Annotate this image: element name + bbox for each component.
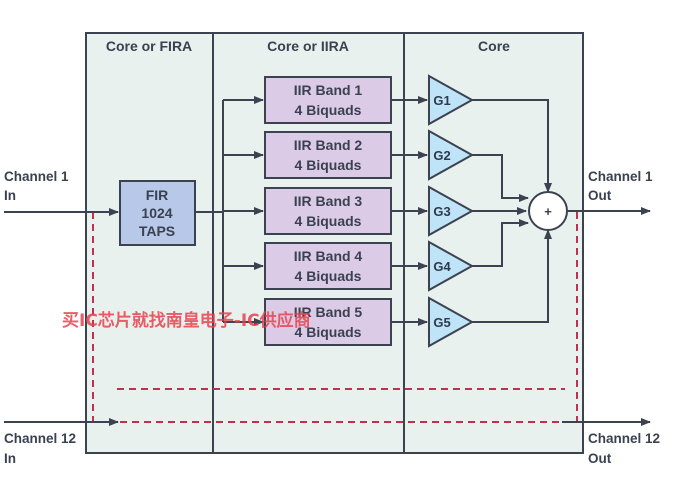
iir-band-3-block (264, 187, 392, 235)
gain-4-amplifier (428, 240, 475, 292)
channel-1-out-label-line2: Out (588, 188, 612, 203)
iir-band-2-label: IIR Band 2 (294, 137, 363, 153)
iir-band-5-biquads: 4 Biquads (295, 324, 362, 340)
section-header-fira: Core or FIRA (106, 38, 192, 54)
iir-band-4-block (264, 242, 392, 290)
gain-1-amplifier (428, 74, 475, 126)
iir-band-2-block (264, 131, 392, 179)
channel-bundle-dashed-lines (92, 212, 578, 423)
channel-1-in-label-line2: In (4, 188, 16, 203)
gain-3-amplifier (428, 185, 475, 237)
channel-1-in-label-line1: Channel 1 (4, 169, 69, 184)
iir-band-1-label: IIR Band 1 (294, 82, 363, 98)
summing-plus-icon: + (544, 204, 552, 219)
channel-12-out-label-line2: Out (588, 451, 612, 466)
gain-2-label: G2 (433, 148, 450, 163)
iir-band-2-biquads: 4 Biquads (295, 157, 362, 173)
fir-label-line3: TAPS (139, 223, 175, 239)
g5-to-summer-line (472, 229, 552, 323)
gain-1-label: G1 (433, 93, 450, 108)
g1-to-summer-line (472, 99, 552, 193)
gain-5-label: G5 (433, 315, 450, 330)
channel-12-out-label-line1: Channel 12 (588, 431, 660, 446)
gain-4-label: G4 (433, 259, 451, 274)
gain-2-amplifier (428, 129, 475, 181)
iir-band-1-block (264, 76, 392, 124)
iir-band-4-biquads: 4 Biquads (295, 268, 362, 284)
iir-band-4-label: IIR Band 4 (294, 248, 363, 264)
g4-to-summer-line (472, 219, 529, 267)
iir-band-3-biquads: 4 Biquads (295, 213, 362, 229)
fir-label-line1: FIR (146, 187, 169, 203)
iir-band-5-label: IIR Band 5 (294, 304, 363, 320)
gain-3-label: G3 (433, 204, 450, 219)
gain-to-summer-wiring (472, 99, 552, 323)
channel-12-in-label-line2: In (4, 451, 16, 466)
iir-band-1-biquads: 4 Biquads (295, 102, 362, 118)
fir-block (119, 180, 196, 246)
channel-1-out-label-line1: Channel 1 (588, 169, 653, 184)
iir-band-3-label: IIR Band 3 (294, 193, 363, 209)
channel-12-in-label-line1: Channel 12 (4, 431, 76, 446)
gain-5-amplifier (428, 296, 475, 348)
g2-to-summer-line (472, 154, 529, 202)
iir-band-5-block (264, 298, 392, 346)
section-header-iira: Core or IIRA (267, 38, 349, 54)
section-header-core: Core (478, 38, 510, 54)
fir-label-line2: 1024 (141, 205, 172, 221)
watermark-text: 买IC芯片就找南皇电子-IC供应商 (62, 310, 311, 331)
